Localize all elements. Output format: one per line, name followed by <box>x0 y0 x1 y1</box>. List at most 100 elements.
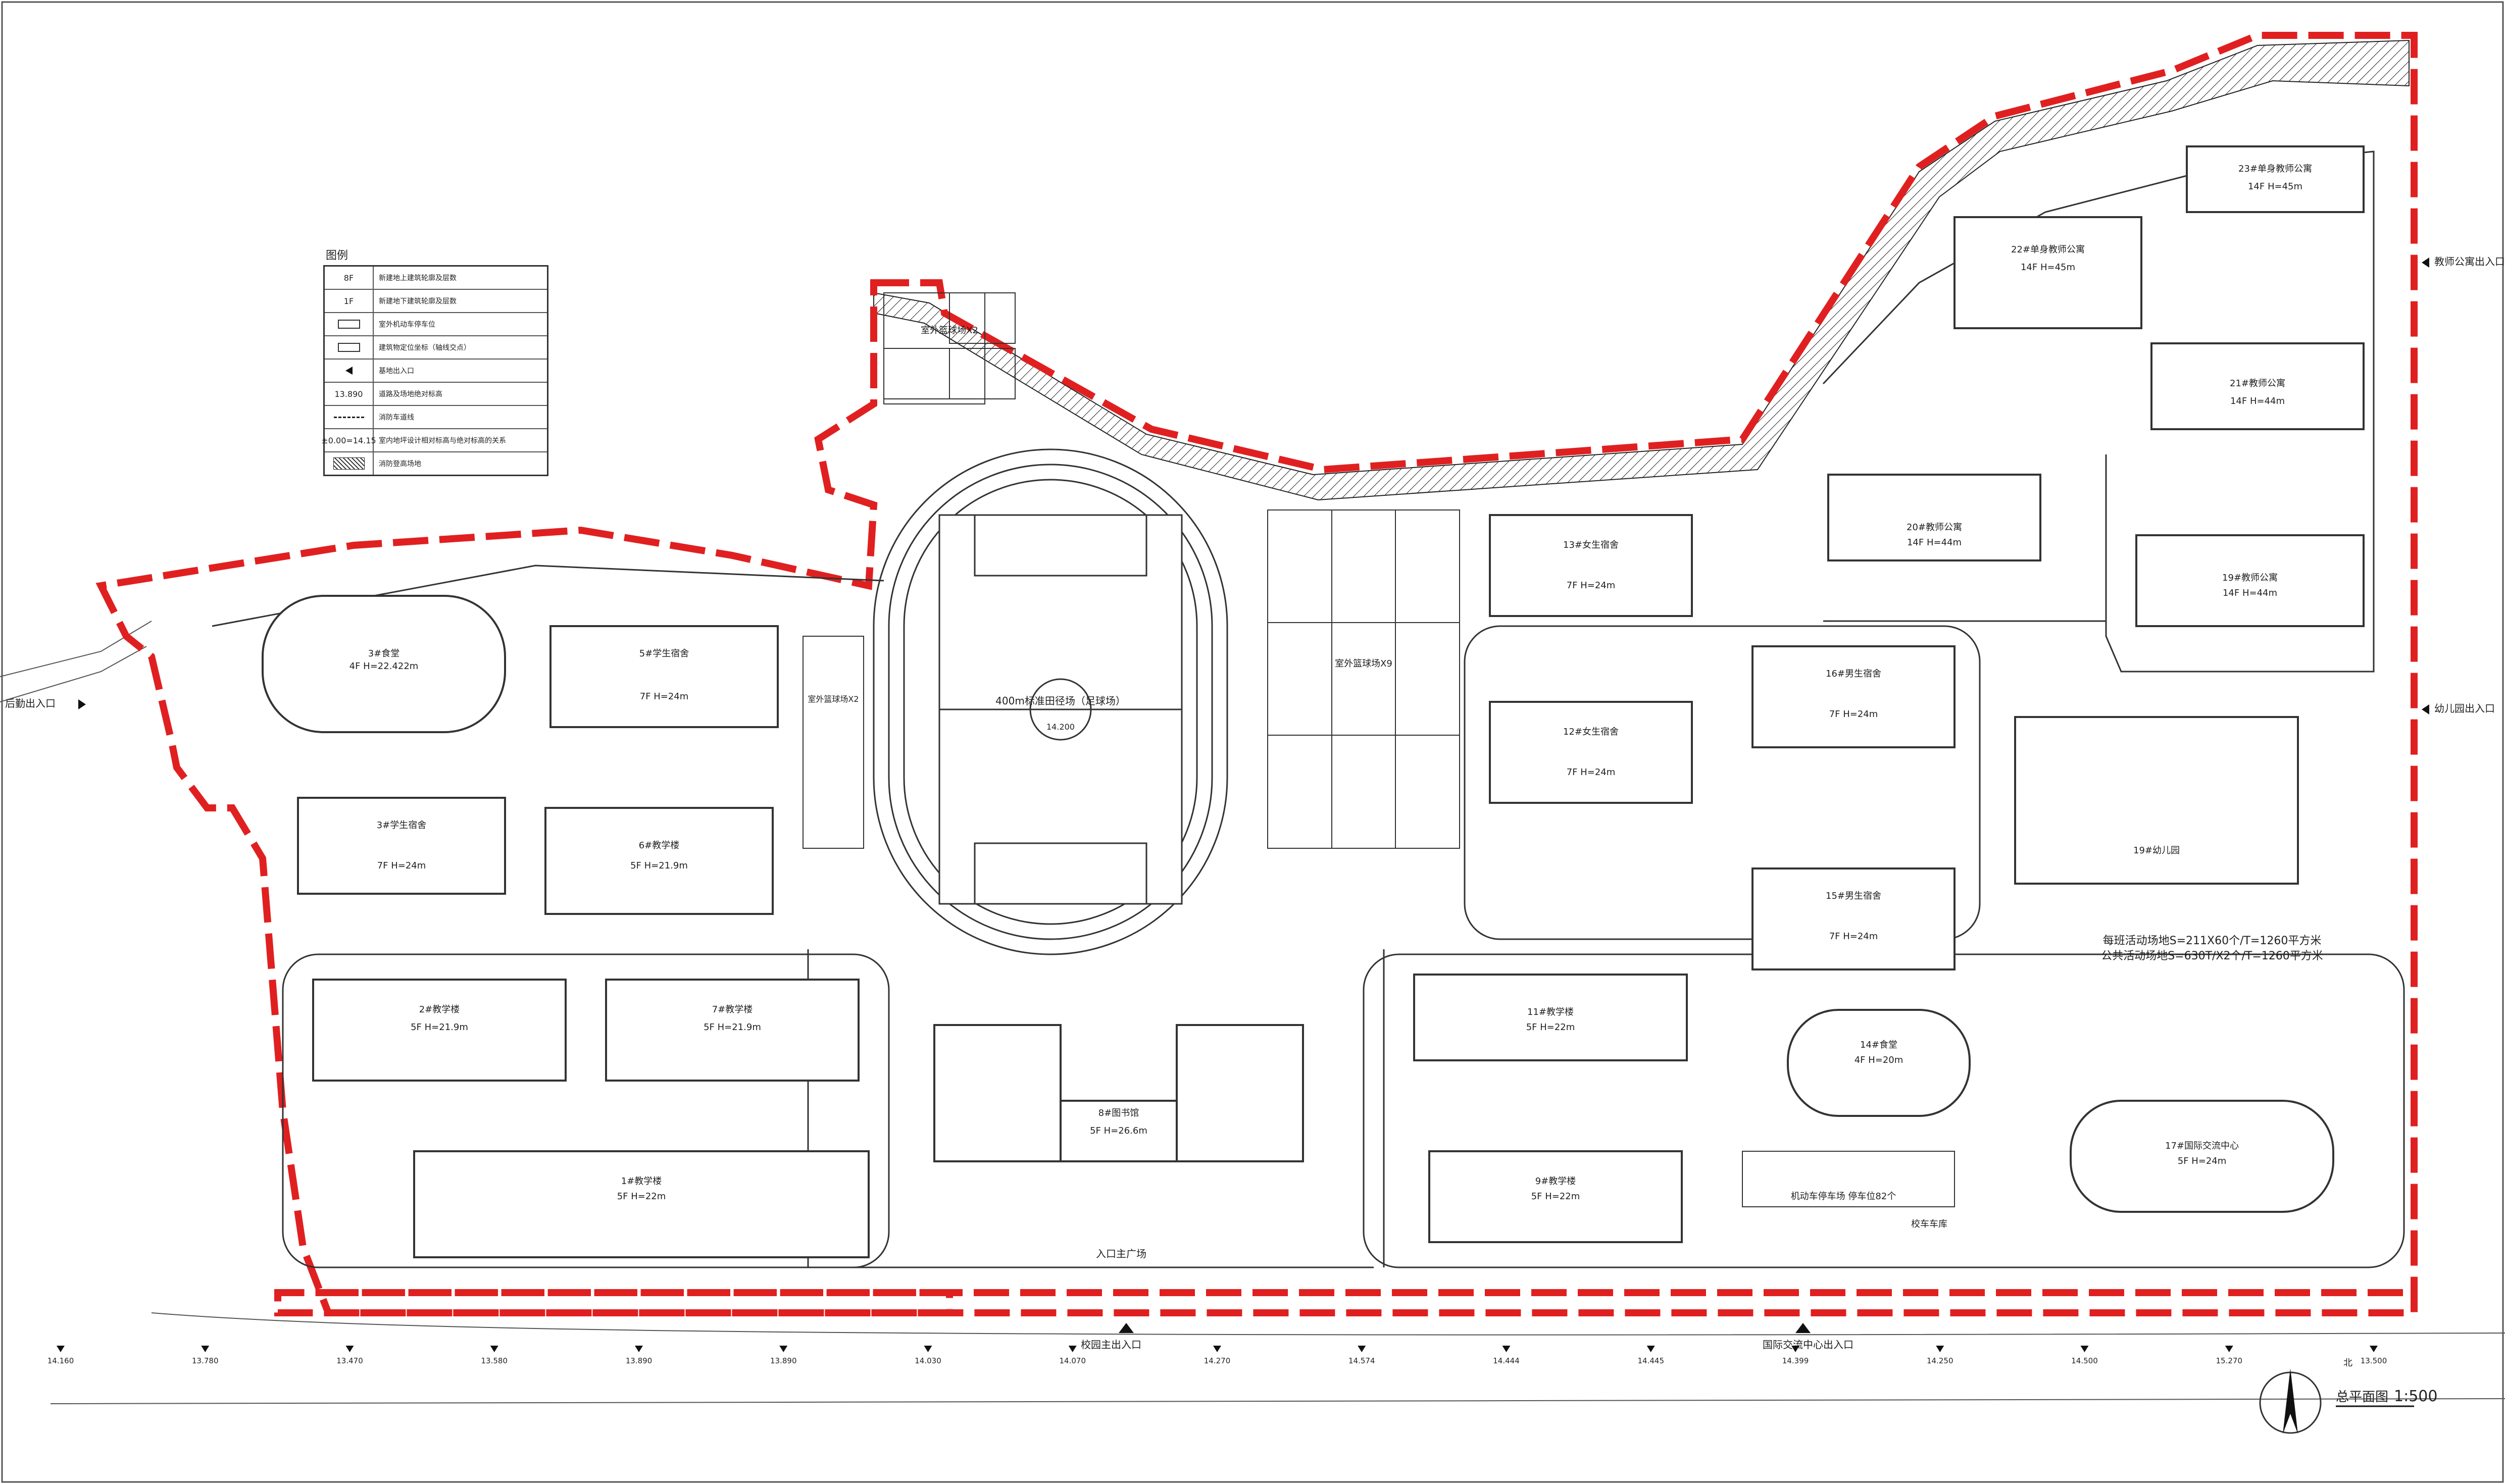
area-note-2: 公共活动场地S=630T/X2个/T=1260平方米 <box>2101 950 2323 962</box>
elevation-triangle-icon <box>635 1346 643 1352</box>
elevation-value: 14.399 <box>1782 1356 1809 1365</box>
b22-name: 19#教师公寓 <box>2222 573 2278 583</box>
courts-north-label: 室外篮球场X2 <box>921 325 978 336</box>
b6-floors: 5F H=21.9m <box>704 1022 761 1033</box>
elevation-triangle-icon <box>924 1346 932 1352</box>
b12-floors: 7F H=24m <box>1829 931 1878 942</box>
b19-floors: 14F H=45m <box>2021 262 2075 273</box>
elevation-triangle-icon <box>345 1346 354 1352</box>
elevation-value: 14.030 <box>915 1356 941 1365</box>
b8-floors: 5F H=26.6m <box>1090 1125 1147 1136</box>
box-icon <box>337 343 360 352</box>
building-labels: 3#食堂 4F H=22.422m 5#学生宿舍 7F H=24m 3#学生宿舍… <box>349 164 2312 1202</box>
entrance-markers <box>78 258 2429 1333</box>
elevation-value: 13.890 <box>626 1356 653 1365</box>
b14-floors: 5F H=22m <box>1531 1191 1580 1202</box>
legend-row: 8F 新建地上建筑轮廓及层数 <box>325 267 547 290</box>
legend-symbol: 8F <box>325 267 374 289</box>
legend-label: 建筑物定位坐标（轴线交点） <box>379 344 471 352</box>
b17-name: 19#幼儿园 <box>2133 845 2180 856</box>
triangle-icon <box>345 367 353 375</box>
elevation-triangle-icon <box>2370 1346 2378 1352</box>
elevation-triangle-icon <box>1502 1346 1511 1352</box>
b16-name: 17#国际交流中心 <box>2165 1141 2239 1151</box>
legend-label: 道路及场地绝对标高 <box>379 390 442 398</box>
context-roads <box>0 621 2505 1404</box>
garage-label: 校车车库 <box>1911 1219 1947 1230</box>
b5-name: 2#教学楼 <box>419 1004 460 1015</box>
b9-floors: 7F H=24m <box>1567 580 1616 591</box>
b21-floors: 14F H=44m <box>1907 537 1962 548</box>
legend-label: 室外机动车停车位 <box>379 321 435 329</box>
elevation-triangle-icon <box>1213 1346 1221 1352</box>
legend-row: 消防车道线 <box>325 406 547 429</box>
b2-floors: 7F H=24m <box>640 691 689 702</box>
box-icon <box>337 320 360 329</box>
legend-row: 基地出入口 <box>325 360 547 383</box>
b10-floors: 7F H=24m <box>1567 767 1616 778</box>
b4-floors: 5F H=21.9m <box>630 860 688 871</box>
parking-label: 机动车停车场 停车位82个 <box>1791 1191 1896 1202</box>
elevation-value: 14.574 <box>1348 1356 1375 1365</box>
b16-floors: 5F H=24m <box>2178 1156 2227 1166</box>
b5-floors: 5F H=21.9m <box>411 1022 468 1033</box>
hatch-icon <box>333 457 365 470</box>
main-entrance-label: 校园主出入口 <box>1081 1339 1141 1351</box>
courts-grid-label: 室外篮球场X9 <box>1335 658 1392 669</box>
elevation-triangle-icon <box>2080 1346 2089 1352</box>
track-elev: 14.200 <box>1046 722 1075 732</box>
plaza-label: 入口主广场 <box>1096 1248 1146 1260</box>
legend-row: 室外机动车停车位 <box>325 313 547 336</box>
fire-ladder-zone <box>873 39 2410 501</box>
b11-floors: 7F H=24m <box>1829 709 1878 720</box>
elevation-value: 13.890 <box>770 1356 797 1365</box>
legend-row: 13.890 道路及场地绝对标高 <box>325 383 547 406</box>
legend-label: 室内地坪设计相对标高与绝对标高的关系 <box>379 437 506 445</box>
b1-name: 3#食堂 <box>368 648 400 659</box>
b15-floors: 4F H=20m <box>1855 1055 1903 1065</box>
elevation-triangle-icon <box>490 1346 498 1352</box>
elevation-triangle-icon <box>1068 1346 1077 1352</box>
elevation-value: 13.500 <box>2361 1356 2387 1365</box>
drawing-scale: 1:500 <box>2394 1388 2437 1405</box>
b21-name: 20#教师公寓 <box>1907 522 1962 533</box>
north-label: 北 <box>2343 1358 2352 1368</box>
b18-floors: 14F H=45m <box>2248 181 2302 192</box>
area-note-1: 每班活动场地S=211X60个/T=1260平方米 <box>2103 935 2322 947</box>
drawing-title: 总平面图 <box>2336 1390 2388 1405</box>
b22-floors: 14F H=44m <box>2223 588 2277 598</box>
courts-north <box>883 292 1016 404</box>
legend-title: 图例 <box>326 249 348 262</box>
kindergarten-entrance-label: 幼儿园出入口 <box>2434 702 2495 714</box>
legend-symbol: 1F <box>325 290 374 312</box>
b20-floors: 14F H=44m <box>2230 396 2285 406</box>
parking-lot <box>1742 1151 1955 1207</box>
legend-row: 建筑物定位坐标（轴线交点） <box>325 336 547 360</box>
running-track <box>873 448 1228 955</box>
site-redline-boundary <box>95 32 2418 1316</box>
b3-floors: 7F H=24m <box>377 860 426 871</box>
elevation-value: 13.580 <box>481 1356 508 1365</box>
b10-name: 12#女生宿舍 <box>1563 727 1619 737</box>
b13-name: 11#教学楼 <box>1527 1007 1574 1017</box>
legend-symbol: 13.890 <box>325 383 374 405</box>
b1-floors: 4F H=22.422m <box>349 661 419 672</box>
courts-west-label: 室外篮球场X2 <box>808 694 859 704</box>
b20-name: 21#教师公寓 <box>2230 378 2285 389</box>
elevation-value: 14.445 <box>1638 1356 1665 1365</box>
b13-floors: 5F H=22m <box>1526 1022 1575 1033</box>
legend-symbol <box>325 360 374 382</box>
building-shapes <box>262 145 2365 1258</box>
elevation-triangle-icon <box>2225 1346 2233 1352</box>
b2-name: 5#学生宿舍 <box>639 648 689 659</box>
b12-name: 15#男生宿舍 <box>1826 891 1881 901</box>
elevation-triangle-icon <box>57 1346 65 1352</box>
elevation-value: 14.160 <box>47 1356 74 1365</box>
elevation-value: 14.500 <box>2071 1356 2098 1365</box>
elevation-triangle-icon <box>1358 1346 1366 1352</box>
legend-label: 新建地上建筑轮廓及层数 <box>379 274 457 282</box>
west-entrance-label: 后勤出入口 <box>5 697 56 709</box>
